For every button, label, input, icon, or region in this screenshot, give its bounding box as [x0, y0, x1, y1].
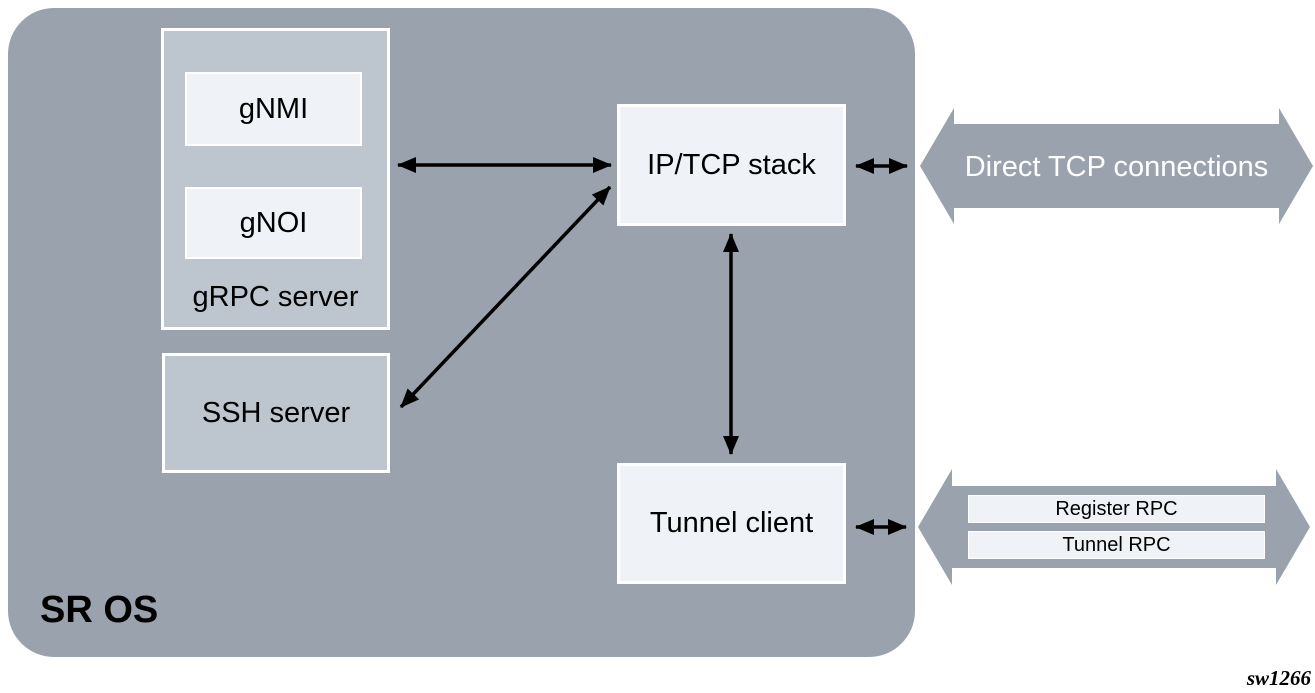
gnmi-box: gNMI [185, 72, 362, 146]
ssh-server-label: SSH server [201, 396, 351, 429]
register-rpc-box: Register RPC [968, 495, 1265, 523]
sros-label: SR OS [40, 589, 159, 631]
tunnel-rpc-big-arrow-icon [918, 469, 1310, 585]
ssh-server-box: SSH server [162, 353, 390, 473]
tunnel-client-box: Tunnel client [617, 463, 846, 584]
gnmi-label: gNMI [238, 92, 309, 125]
watermark-label: sw1266 [1246, 666, 1311, 690]
grpc-server-label: gRPC server [192, 281, 359, 313]
ip-tcp-stack-box: IP/TCP stack [617, 104, 846, 226]
gnoi-label: gNOI [239, 206, 308, 239]
tunnel-rpc-box: Tunnel RPC [968, 531, 1265, 559]
register-rpc-label: Register RPC [1055, 497, 1178, 520]
tunnel-rpc-label: Tunnel RPC [1062, 533, 1171, 556]
direct-tcp-connections-label: Direct TCP connections [964, 151, 1269, 183]
tunnel-client-label: Tunnel client [649, 507, 814, 539]
ip-tcp-stack-label: IP/TCP stack [647, 148, 816, 181]
gnoi-box: gNOI [185, 187, 362, 259]
